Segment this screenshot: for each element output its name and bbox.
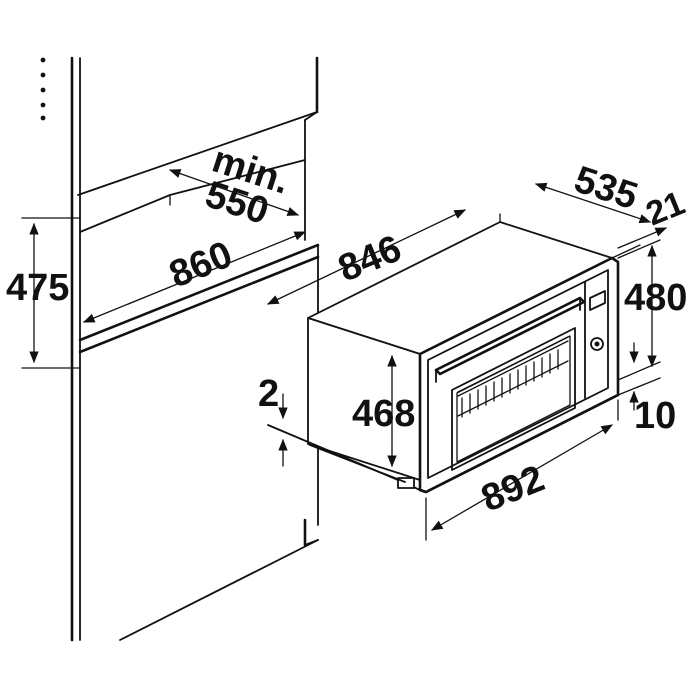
label-top-depth: 535	[569, 159, 642, 219]
label-body-height: 468	[352, 393, 415, 435]
label-niche-height: 475	[6, 267, 69, 309]
continuation-dots	[40, 57, 46, 121]
control-display	[589, 290, 606, 311]
label-gap-bottom: 10	[634, 395, 676, 437]
dimension-lines	[21, 169, 668, 541]
label-panel-thickness: 21	[641, 184, 690, 233]
cabinet	[40, 56, 320, 642]
label-front-height: 480	[624, 277, 687, 319]
oven-rack	[457, 336, 569, 418]
label-gap-top: 2	[258, 373, 279, 415]
label-niche-width: 860	[164, 234, 239, 297]
door-handle	[434, 296, 586, 376]
